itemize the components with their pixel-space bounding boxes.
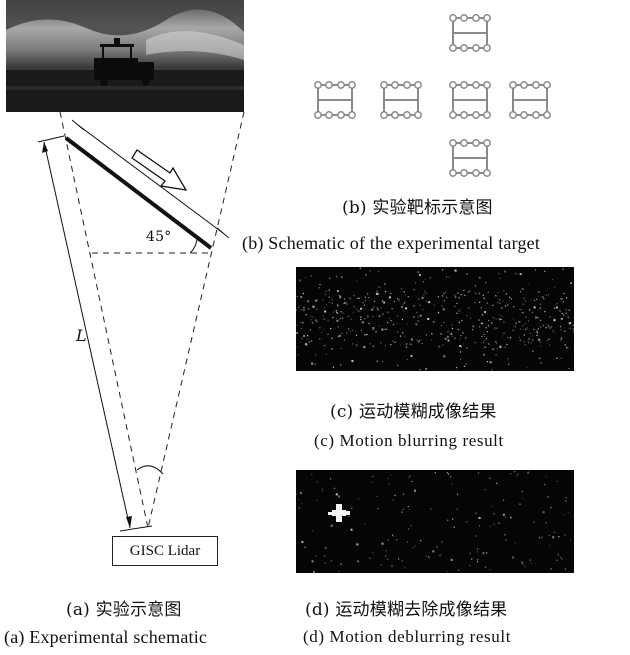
- target-bar: [64, 136, 213, 250]
- field-photo: [6, 0, 244, 112]
- caption-b-cn: (b) 实验靶标示意图: [342, 198, 493, 218]
- target-bottom: [448, 138, 492, 178]
- motion-arrow: [131, 149, 188, 191]
- distance-label: L: [76, 326, 87, 345]
- caption-b-en: (b) Schematic of the experimental target: [242, 233, 541, 253]
- target-center: [448, 80, 492, 120]
- lidar-label: GISC Lidar: [129, 542, 201, 559]
- deblurred-image: [296, 470, 574, 573]
- angle-label: 45°: [146, 229, 172, 245]
- caption-c-cn: (c) 运动模糊成像结果: [330, 402, 497, 422]
- caption-d-cn: (d) 运动模糊去除成像结果: [305, 600, 508, 620]
- experiment-schematic: [37, 111, 245, 532]
- target-top: [448, 13, 492, 53]
- caption-a-en: (a) Experimental schematic: [4, 627, 208, 647]
- blurred-image: [296, 267, 574, 371]
- caption-c-en: (c) Motion blurring result: [314, 431, 504, 450]
- caption-a-cn: (a) 实验示意图: [66, 600, 182, 620]
- target-left-1: [313, 80, 357, 120]
- target-right: [508, 80, 552, 120]
- lidar-device: GISC Lidar: [112, 536, 218, 566]
- target-array: [313, 13, 552, 178]
- recovered-target: [328, 504, 350, 522]
- truck: [94, 38, 154, 86]
- target-left-2: [379, 80, 423, 120]
- caption-d-en: (d) Motion deblurring result: [303, 627, 512, 646]
